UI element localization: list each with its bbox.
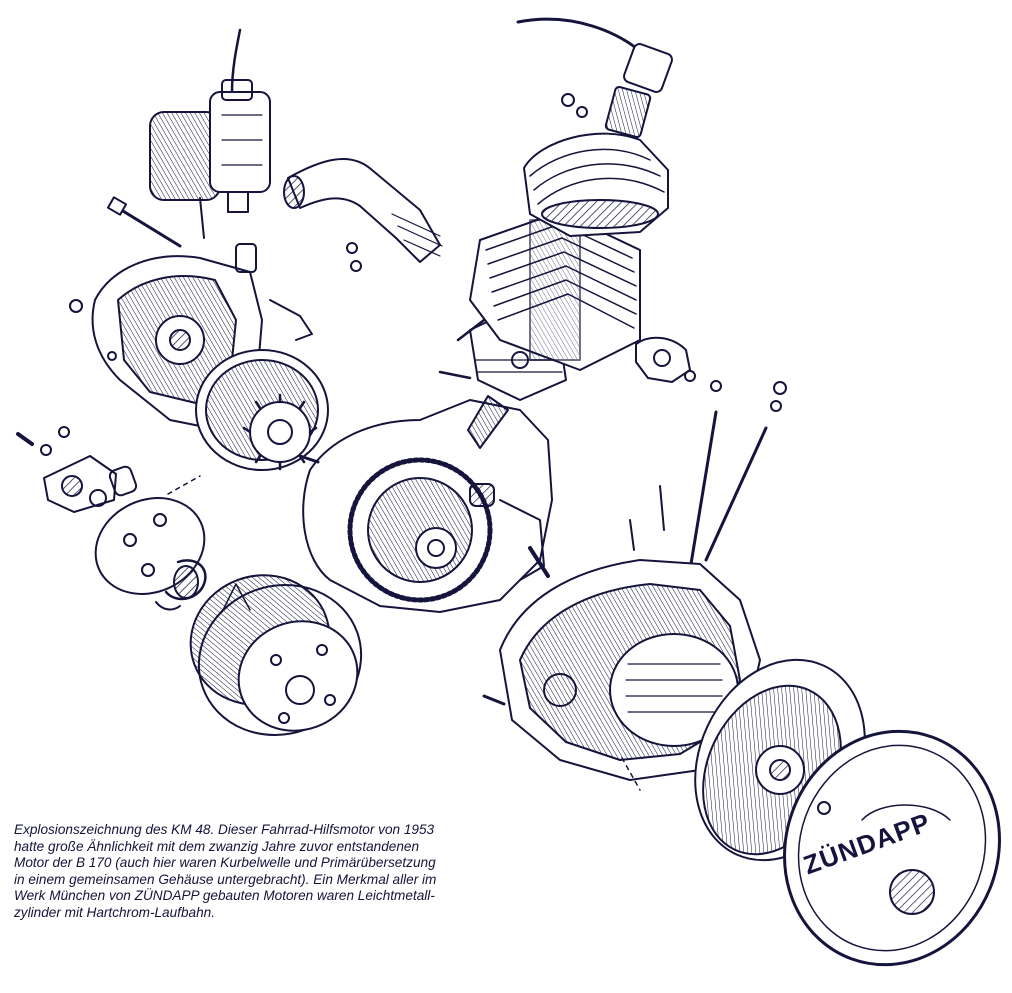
- main-crankcase-part: [298, 399, 553, 613]
- clutch-drum-part: [189, 574, 363, 736]
- cylinder-part: [456, 211, 641, 371]
- stud-bolts-part: [629, 410, 768, 572]
- caption-line: Werk München von ZÜNDAPP gebauten Motore…: [14, 888, 435, 904]
- sprocket-assembly-part: [195, 349, 329, 471]
- right-case-magneto-part: [482, 559, 761, 791]
- spark-plug-part: [516, 17, 673, 139]
- caption-line: in einem gemeinsamen Gehäuse untergebrac…: [14, 871, 437, 887]
- long-bolt-part: [106, 196, 182, 248]
- figure-caption: Explosionszeichnung des KM 48. Dieser Fa…: [14, 822, 554, 922]
- exhaust-flange-part: [635, 336, 787, 412]
- carburetor-part: [149, 28, 271, 239]
- caption-line: hatte große Ähnlichkeit mit dem zwanzig …: [14, 838, 420, 854]
- caption-line: Explosionszeichnung des KM 48. Dieser Fa…: [14, 822, 435, 837]
- intake-pipe-part: [283, 157, 443, 272]
- caption-line: Motor der B 170 (auch hier waren Kurbelw…: [14, 855, 436, 871]
- clutch-plate-part: [94, 497, 207, 611]
- small-hardware-left: [16, 426, 201, 513]
- magneto-cover-part: [783, 729, 1001, 967]
- cylinder-head-part: [523, 132, 669, 237]
- caption-line: zylinder mit Hartchrom-Laufbahn.: [14, 904, 215, 920]
